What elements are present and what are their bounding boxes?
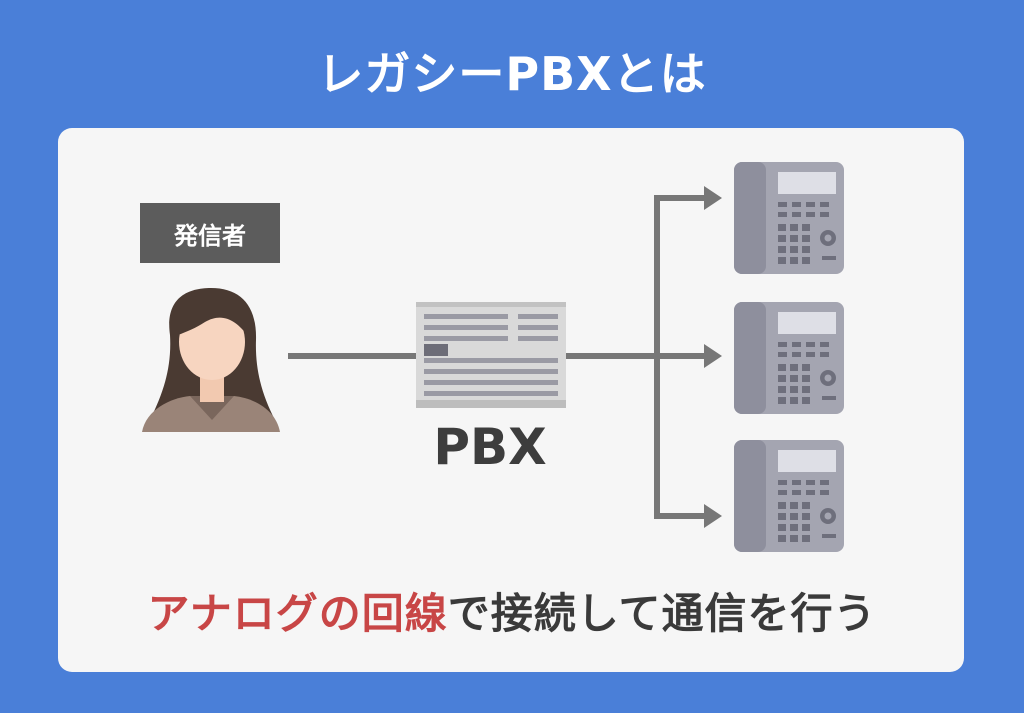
person-icon [142, 288, 280, 432]
connector-lines [288, 195, 708, 519]
arrowhead-bottom [704, 504, 722, 528]
arrowhead-top [704, 186, 722, 210]
arrowheads [704, 186, 722, 528]
sender-label: 発信者 [140, 203, 280, 263]
caption: アナログの回線で接続して通信を行う [0, 580, 1024, 641]
page-title: レガシーPBXとは [317, 47, 707, 101]
arrowhead-middle [704, 344, 722, 368]
telephone-icon [734, 302, 844, 414]
telephone-icon [734, 162, 844, 274]
pbx-label: PBX [433, 418, 547, 476]
caption-rest: で接続して通信を行う [447, 589, 877, 638]
caption-highlight: アナログの回線 [147, 589, 448, 638]
pbx-unit-icon [416, 302, 566, 408]
telephone-icon [734, 440, 844, 552]
